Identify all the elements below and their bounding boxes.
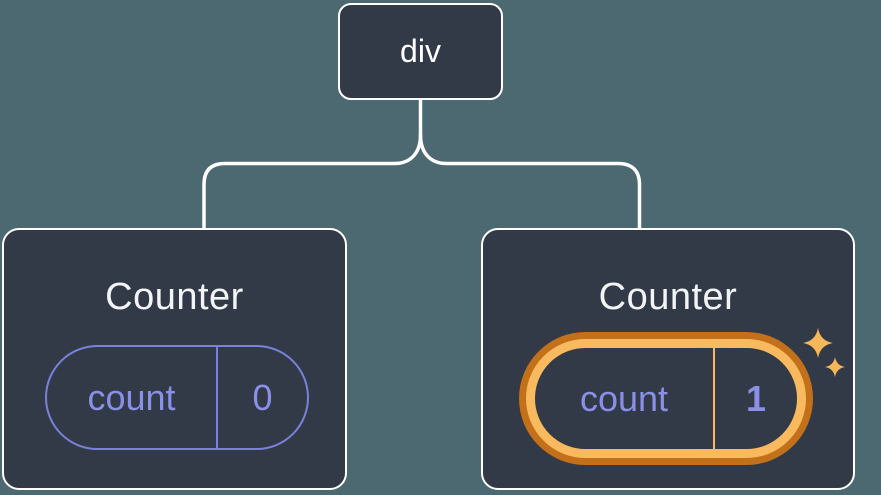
- state-name: count: [579, 377, 669, 419]
- state-name: count: [87, 376, 176, 418]
- state-pill: count 0: [45, 345, 309, 450]
- state-value: 1: [713, 348, 797, 449]
- connector-branch-right: [418, 133, 642, 230]
- sparkle-icon: [803, 328, 845, 377]
- sparkle-icon-small: [825, 357, 845, 377]
- root-node-label: div: [400, 33, 441, 69]
- counter-card-left: Counter count 0: [2, 228, 347, 490]
- root-node: div: [338, 3, 503, 100]
- counter-title: Counter: [105, 276, 244, 318]
- sparkle-icon-large: [803, 328, 833, 358]
- state-pill-highlighted: count 1: [526, 339, 806, 458]
- connector-branch-left: [202, 98, 423, 230]
- counter-card-right: Counter count 1: [481, 228, 855, 490]
- counter-title: Counter: [598, 276, 738, 318]
- state-value: 0: [216, 347, 307, 448]
